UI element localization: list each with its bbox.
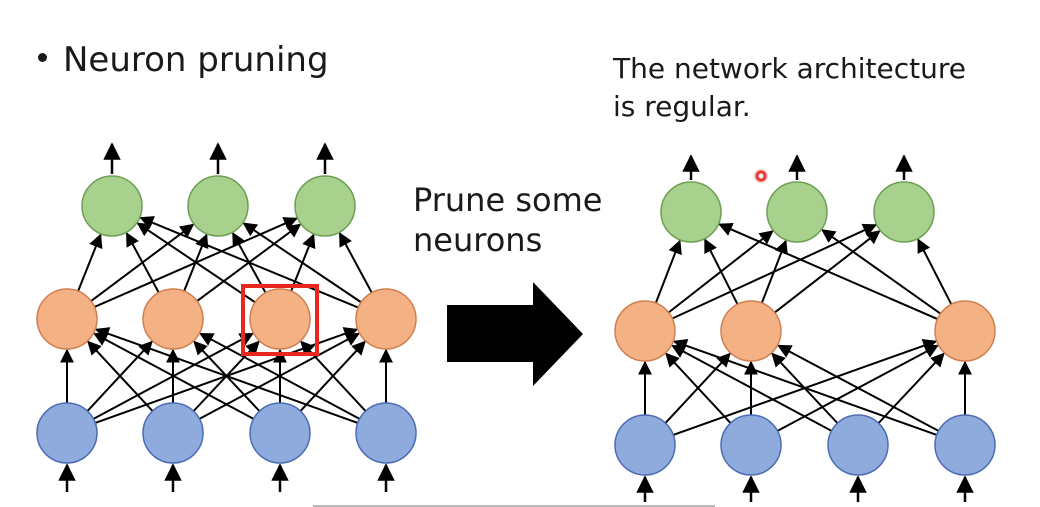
left-hidden-neuron-0 <box>36 288 98 350</box>
edge-r-in1-h0 <box>665 352 732 424</box>
note-line-1: The network architecture <box>613 52 967 85</box>
bottom-divider <box>313 505 715 507</box>
edge-r-h1-out0 <box>704 238 739 305</box>
edge-r-h3-out2 <box>917 238 953 305</box>
left-input-neuron-0 <box>36 402 98 464</box>
arrow-label: Prune some neurons <box>413 180 602 260</box>
edge-l-in3-h1 <box>199 332 361 420</box>
edge-r-in3-h1 <box>777 344 939 432</box>
left-hidden-neuron-3 <box>355 288 417 350</box>
edge-l-h1-out0 <box>125 232 160 294</box>
right-hidden-neuron-1 <box>720 300 782 362</box>
left-hidden-neuron-2 <box>249 288 311 350</box>
edge-r-in3-h0 <box>672 339 938 436</box>
right-output-neuron-2 <box>873 181 935 243</box>
bullet-title: Neuron pruning <box>38 40 329 80</box>
edge-l-h3-out1 <box>242 222 362 304</box>
bullet-text: Neuron pruning <box>63 40 329 80</box>
edge-r-h0-out0 <box>654 239 682 304</box>
edge-l-h2-out0 <box>136 222 256 304</box>
left-input-neuron-1 <box>142 402 204 464</box>
bullet-dot <box>38 53 47 62</box>
edge-r-h1-out1 <box>760 239 788 304</box>
left-output-neuron-1 <box>187 175 249 237</box>
right-hidden-neuron-0 <box>614 300 676 362</box>
right-input-neuron-2 <box>827 414 889 476</box>
prune-arrow <box>447 282 583 386</box>
right-hidden-neuron-3 <box>934 300 996 362</box>
left-output-neuron-0 <box>81 175 143 237</box>
edge-l-h3-out2 <box>338 232 373 294</box>
right-input-neuron-1 <box>720 414 782 476</box>
laser-pointer-dot <box>753 168 769 184</box>
right-input-neuron-0 <box>614 414 676 476</box>
arrow-label-line-1: Prune some <box>413 181 603 219</box>
edge-l-h0-out0 <box>77 233 103 292</box>
edge-r-h3-out1 <box>821 229 942 315</box>
right-output-neuron-1 <box>766 181 828 243</box>
left-output-neuron-2 <box>294 175 356 237</box>
left-hidden-neuron-1 <box>142 288 204 350</box>
edge-r-h3-out0 <box>718 222 938 320</box>
edge-l-in1-h0 <box>87 340 154 412</box>
arrow-label-line-2: neurons <box>413 221 543 259</box>
edge-l-h3-out0 <box>139 216 359 309</box>
right-input-neuron-3 <box>934 414 996 476</box>
right-output-neuron-0 <box>660 181 722 243</box>
edge-r-in2-h3 <box>877 352 945 424</box>
note-line-2: is regular. <box>613 90 751 123</box>
left-input-neuron-2 <box>249 402 311 464</box>
edge-l-in3-h0 <box>94 327 359 424</box>
edge-r-in2-h0 <box>671 344 833 432</box>
pruned-neuron-highlight-box <box>241 284 319 356</box>
left-input-neuron-3 <box>355 402 417 464</box>
note-text: The network architecture is regular. <box>613 50 966 126</box>
edge-l-in2-h0 <box>93 332 255 420</box>
